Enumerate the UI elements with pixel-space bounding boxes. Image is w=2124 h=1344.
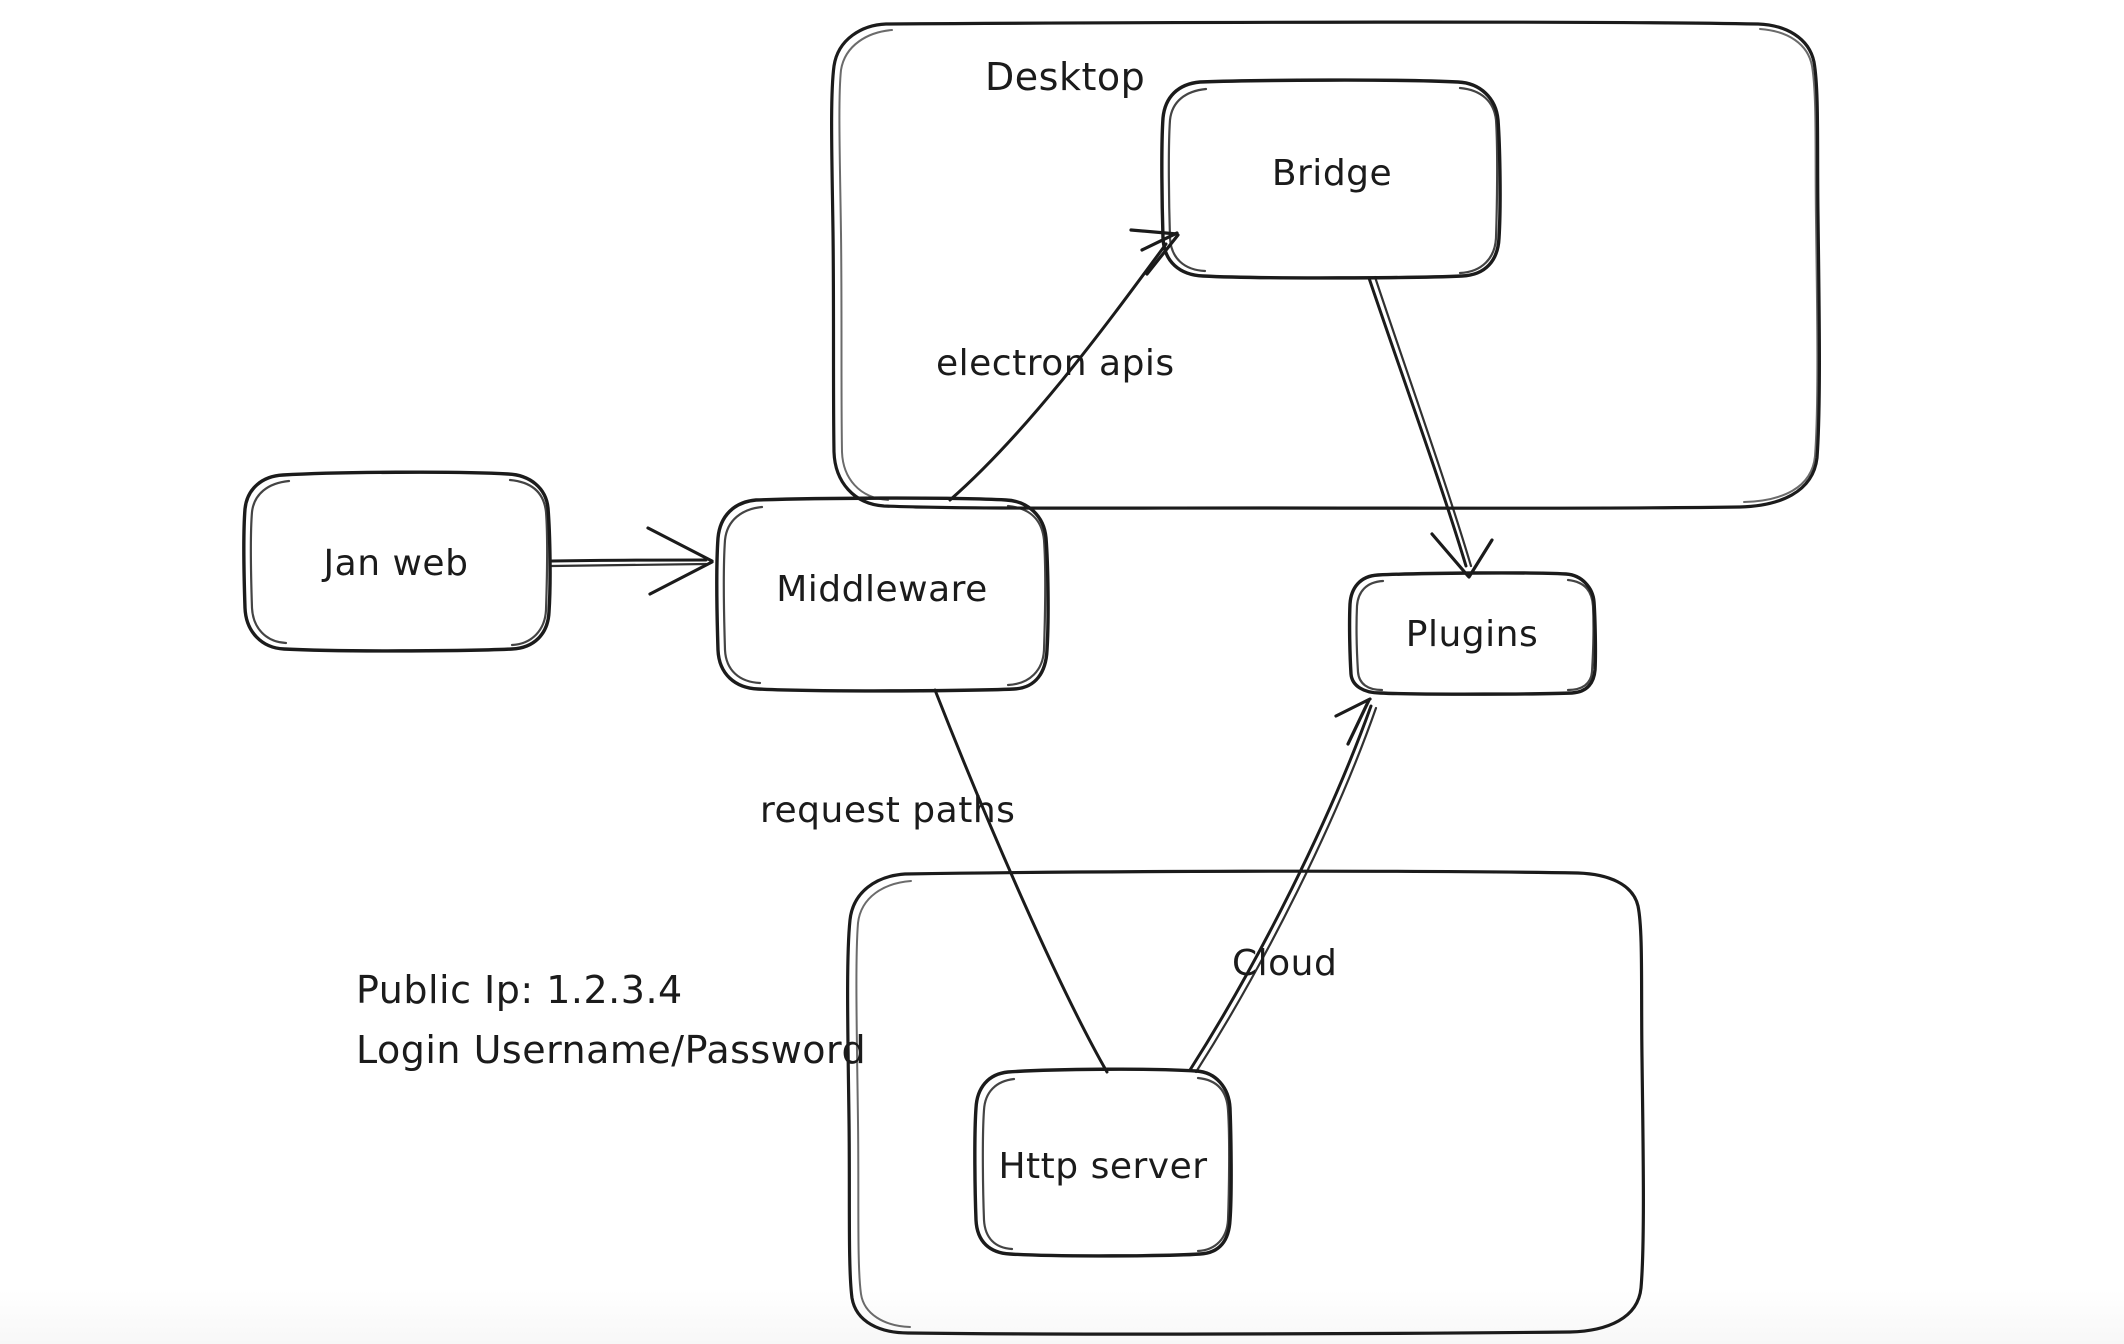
notes-block: Public Ip: 1.2.3.4 Login Username/Passwo… xyxy=(356,968,866,1072)
group-desktop[interactable]: Desktop xyxy=(830,20,1821,510)
node-jan-web[interactable]: Jan web xyxy=(242,470,552,653)
edge-middleware-to-http-server: request paths xyxy=(760,688,1109,1074)
node-label-plugins: Plugins xyxy=(1406,614,1538,655)
node-label-jan-web: Jan web xyxy=(322,543,469,584)
node-label-bridge: Bridge xyxy=(1272,153,1392,194)
group-cloud[interactable]: Cloud xyxy=(846,869,1645,1336)
node-label-http-server: Http server xyxy=(998,1146,1207,1187)
node-middleware[interactable]: Middleware xyxy=(715,496,1050,693)
node-label-middleware: Middleware xyxy=(776,569,988,610)
edge-middleware-to-bridge: electron apis xyxy=(936,228,1180,502)
edge-http-server-to-plugins xyxy=(1188,697,1378,1074)
edge-label-electron-apis: electron apis xyxy=(936,343,1175,384)
edge-jan-web-to-middleware xyxy=(550,526,714,596)
edge-bridge-to-plugins xyxy=(1367,275,1494,579)
node-plugins[interactable]: Plugins xyxy=(1347,571,1598,696)
note-login: Login Username/Password xyxy=(356,1028,866,1072)
edge-label-request-paths: request paths xyxy=(760,790,1015,831)
node-http-server[interactable]: Http server xyxy=(973,1067,1233,1258)
group-label-desktop: Desktop xyxy=(985,55,1145,99)
node-bridge[interactable]: Bridge xyxy=(1160,78,1502,280)
note-public-ip: Public Ip: 1.2.3.4 xyxy=(356,968,683,1012)
group-label-cloud: Cloud xyxy=(1232,943,1337,984)
